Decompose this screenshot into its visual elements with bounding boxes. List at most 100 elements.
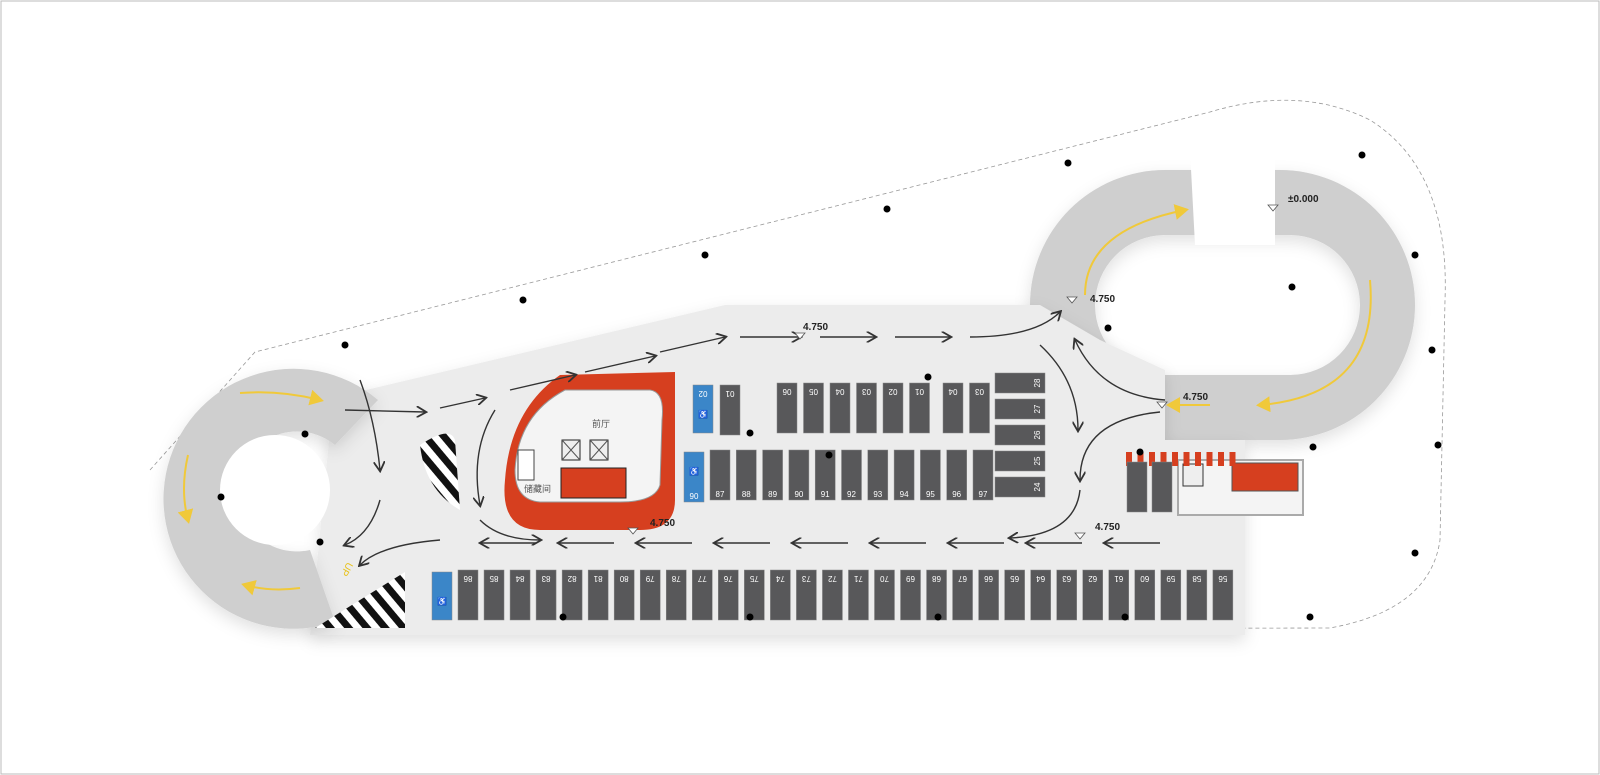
parking-stall: 84 [509, 569, 531, 621]
parking-stall: 76 [718, 569, 739, 621]
parking-stall: 58 [1186, 569, 1208, 621]
stall-number: 27 [1033, 404, 1042, 413]
parking-stall: 69 [900, 569, 921, 621]
stall-number: 59 [1166, 574, 1175, 583]
accessible-parking-stall: ♿ [431, 571, 453, 621]
parking-stall: 01 [909, 382, 930, 434]
stall-number: 60 [1140, 574, 1149, 583]
parking-stall: 97 [972, 449, 994, 501]
column-dot [1411, 251, 1419, 259]
stall-number: 91 [821, 490, 830, 499]
stall-number: 65 [1010, 574, 1019, 583]
parking-stall: 67 [952, 569, 973, 621]
parking-stall: 93 [867, 449, 889, 501]
stall-number: 68 [932, 574, 941, 583]
parking-stall: 24 [994, 476, 1046, 498]
parking-stall: 82 [561, 569, 583, 621]
column-dot [746, 613, 754, 621]
stall-number: 66 [984, 574, 993, 583]
parking-stall: 03 [969, 382, 990, 434]
room-label-lobby: 前厅 [592, 418, 610, 429]
level-marker: ±0.000 [1288, 194, 1319, 205]
column-dot [924, 373, 932, 381]
stall-number: 06 [782, 387, 791, 396]
level-marker: 4.750 [1183, 392, 1208, 403]
stall-number: 76 [723, 574, 732, 583]
stall-number: 24 [1033, 482, 1042, 491]
stall-number: 92 [847, 490, 856, 499]
column-dot [883, 205, 891, 213]
stall-number: 74 [775, 574, 784, 583]
parking-stall: 62 [1082, 569, 1103, 621]
stall-number: 93 [873, 490, 882, 499]
parking-stall: 88 [736, 449, 757, 501]
parking-stall: 60 [1134, 569, 1156, 621]
level-marker: 4.750 [803, 322, 828, 333]
parking-stall: 66 [978, 569, 999, 621]
stairwell [560, 467, 627, 499]
stall-number: 81 [593, 574, 602, 583]
column-dot [1434, 441, 1442, 449]
column-dot [1136, 448, 1144, 456]
parking-stall: 06 [776, 382, 798, 434]
restroom [517, 449, 535, 481]
column-dot [217, 493, 225, 501]
parking-stall: 65 [1004, 569, 1025, 621]
parking-stall: 73 [796, 569, 817, 621]
stall-number: 05 [809, 387, 818, 396]
parking-stall: 70 [874, 569, 895, 621]
stall-number: 78 [671, 574, 680, 583]
parking-stall: 80 [613, 569, 635, 621]
wheelchair-icon: ♿ [689, 466, 699, 476]
stall-number: 83 [541, 574, 550, 583]
stall-number: 70 [879, 574, 888, 583]
stall-number: 94 [900, 490, 909, 499]
parking-stall: 71 [848, 569, 869, 621]
parking-stall: 26 [994, 424, 1046, 446]
ramp-direction-arrows [177, 204, 1372, 596]
parking-stall: 56 [1212, 569, 1234, 621]
parking-stall: 92 [841, 449, 862, 501]
stall-number: 62 [1088, 574, 1097, 583]
parking-stall: 90 [788, 449, 810, 501]
level-markers: 4.750 4.750 4.750 4.750 4.750 ±0.000 [627, 194, 1319, 540]
stall-number: 28 [1033, 378, 1042, 387]
column-dot [825, 451, 833, 459]
stall-number: 82 [567, 574, 576, 583]
parking-stall: 27 [994, 398, 1046, 420]
column-dot [1288, 283, 1296, 291]
parking-stall: 03 [856, 382, 877, 434]
level-marker: 4.750 [1095, 522, 1120, 533]
stall-number: 87 [716, 490, 725, 499]
stall-number: 03 [975, 387, 984, 396]
column-dot [316, 538, 324, 546]
hatch-area [315, 572, 405, 628]
parking-stall: 68 [926, 569, 947, 621]
parking-stall: 87 [709, 449, 731, 501]
left-ramp-core [220, 435, 330, 545]
stall-number: 72 [827, 574, 836, 583]
parking-stall: 75 [744, 569, 765, 621]
column-dot [1104, 324, 1112, 332]
parking-stall: 95 [920, 449, 941, 501]
wheelchair-icon: ♿ [698, 409, 708, 419]
stall-number: 90 [690, 492, 699, 501]
stall-number: 02 [698, 389, 707, 398]
stall-number: 90 [794, 490, 803, 499]
stall-number: 75 [749, 574, 758, 583]
parking-stall: 05 [803, 382, 824, 434]
parking-stall: 72 [822, 569, 843, 621]
stall-number: 86 [463, 574, 472, 583]
left-ramp [163, 368, 378, 629]
accessible-parking-stall: 90 ♿ [683, 451, 705, 503]
parking-stall: 04 [942, 382, 964, 434]
stall-number: 85 [489, 574, 498, 583]
column-dot [341, 341, 349, 349]
column-dot [1064, 159, 1072, 167]
parking-stall: 61 [1108, 569, 1129, 621]
column-dot [934, 613, 942, 621]
stall-number: 71 [853, 574, 862, 583]
stall-number: 01 [725, 389, 734, 398]
